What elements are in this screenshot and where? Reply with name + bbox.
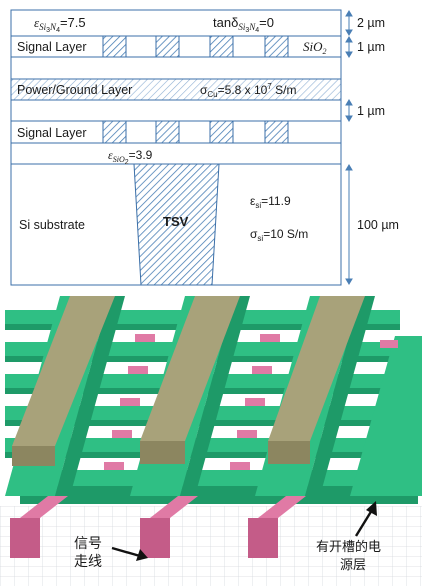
signal-line-segment xyxy=(252,366,272,374)
signal-trace xyxy=(264,120,289,144)
dim-1um-mid: 1 µm xyxy=(357,104,385,118)
tan-delta-value: =0 xyxy=(259,15,274,30)
signal-trace xyxy=(264,35,289,58)
signal-line-segment xyxy=(237,430,257,438)
sigma-si-value: =10 S/m xyxy=(263,227,308,241)
sio2-label: SiO xyxy=(303,39,323,54)
isometric-view: 信号 走线 有开槽的电 源层 xyxy=(0,296,422,586)
svg-text:εsi=11.9: εsi=11.9 xyxy=(250,194,291,210)
signal-line-segment xyxy=(245,398,265,406)
sigma-cu-value: =5.8 x 10 xyxy=(218,83,268,97)
dimension-arrows xyxy=(345,10,353,285)
signal-line-segment xyxy=(135,334,155,342)
stackup-diagram: εSi3N4=7.5 tanδSi3N4=0 Signal Layer SiO2… xyxy=(10,9,399,286)
signal-trace xyxy=(102,120,127,144)
si-substrate-label: Si substrate xyxy=(19,218,85,232)
dim-100um: 100 µm xyxy=(357,218,399,232)
eps-si3n4-symbol: ε xyxy=(34,15,40,30)
eps-si-symbol: ε xyxy=(250,194,256,208)
ground-grid xyxy=(0,506,422,586)
signal-line-segment xyxy=(380,340,398,348)
dim-2um: 2 µm xyxy=(357,16,385,30)
slotted-plane-label-2: 源层 xyxy=(340,557,366,572)
annotation-arrows xyxy=(111,501,377,561)
svg-text:σsi=10 S/m: σsi=10 S/m xyxy=(250,227,308,243)
signal-line-segment xyxy=(112,430,132,438)
signal-trace xyxy=(209,35,234,58)
signal-line-segment xyxy=(260,334,280,342)
dim-1um-top: 1 µm xyxy=(357,40,385,54)
signal-line-segment xyxy=(230,462,250,470)
eps-si3n4-value: =7.5 xyxy=(60,15,86,30)
signal-trace xyxy=(102,35,127,58)
signal-trace xyxy=(155,35,180,58)
signal-line-label-2: 走线 xyxy=(74,553,102,569)
eps-sio2-value: =3.9 xyxy=(129,148,153,162)
power-ground-label: Power/Ground Layer xyxy=(17,83,132,97)
svg-text:σCu=5.8 x 107 S/m: σCu=5.8 x 107 S/m xyxy=(200,82,296,99)
power-ground-layer xyxy=(10,78,342,101)
bottom-signal-lines xyxy=(10,496,306,558)
svg-text:εSiO2=3.9: εSiO2=3.9 xyxy=(108,148,153,166)
sigma-si-symbol: σ xyxy=(250,227,258,241)
signal-traces-bottom xyxy=(102,120,289,144)
tsv-label: TSV xyxy=(163,214,189,229)
signal-lines-lower xyxy=(104,334,398,470)
tan-delta-label: tanδ xyxy=(213,15,238,30)
svg-text:SiO2: SiO2 xyxy=(303,39,327,56)
top-signal-traces xyxy=(12,296,365,466)
signal-line-segment xyxy=(104,462,124,470)
eps-sio2-symbol: ε xyxy=(108,148,113,162)
sigma-cu-symbol: σ xyxy=(200,83,208,97)
signal-layer-bottom-label: Signal Layer xyxy=(17,126,87,140)
eps-si-value: =11.9 xyxy=(261,194,291,208)
signal-line-label-1: 信号 xyxy=(74,535,102,551)
signal-layer-top-label: Signal Layer xyxy=(17,40,87,54)
signal-trace xyxy=(209,120,234,144)
slotted-plane-label-1: 有开槽的电 xyxy=(316,539,381,554)
svg-text:εSi3N4=7.5: εSi3N4=7.5 xyxy=(34,15,86,34)
tsv-via xyxy=(133,163,220,286)
signal-line-segment xyxy=(120,398,140,406)
signal-line-segment xyxy=(128,366,148,374)
svg-text:tanδSi3N4=0: tanδSi3N4=0 xyxy=(213,15,274,34)
signal-trace xyxy=(155,120,180,144)
signal-traces-top xyxy=(102,35,289,58)
